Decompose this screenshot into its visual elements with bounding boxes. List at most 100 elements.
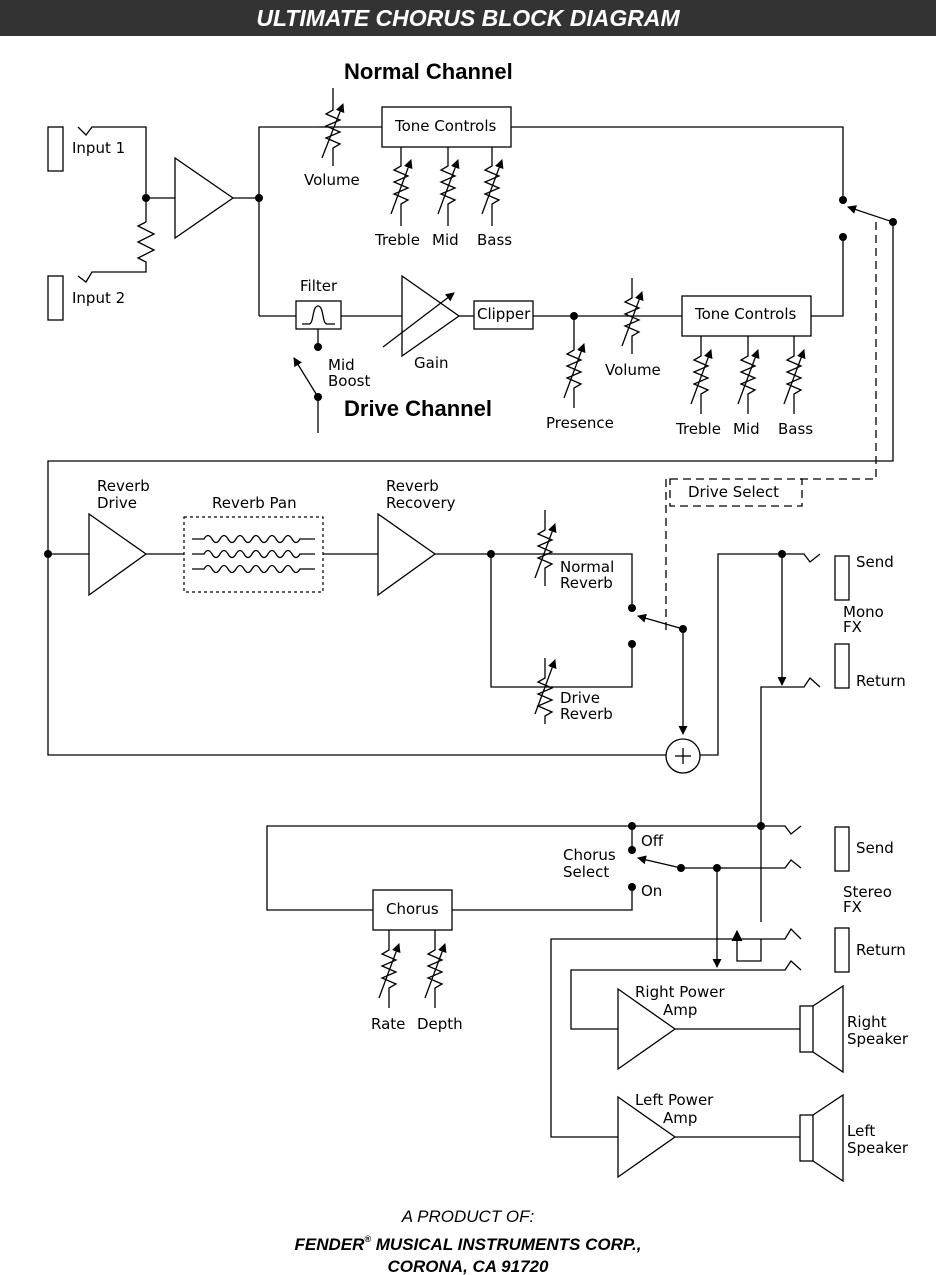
depth-label: Depth (417, 1015, 463, 1033)
mono-fx-label-1: Mono (843, 603, 884, 621)
chorus-loop-wire (266, 825, 761, 911)
mono-return-wire (760, 677, 821, 826)
input2-jack (47, 275, 64, 321)
mono-send-jack (834, 555, 850, 601)
stereo-return-label: Return (856, 941, 906, 959)
input-resistor (77, 221, 156, 283)
drive-select-label: Drive Select (688, 483, 779, 501)
drive-channel-heading: Drive Channel (344, 396, 492, 421)
normal-tone-controls (381, 106, 512, 148)
filter-curve-icon (302, 305, 335, 325)
reverb-recovery-label-1: Reverb (386, 477, 439, 495)
normal-bass-label: Bass (477, 231, 512, 249)
reverb-drive-amp (88, 512, 148, 597)
main-signal-wire (47, 222, 894, 756)
presence-pot (563, 316, 586, 408)
drive-tone-label: Tone Controls (694, 305, 797, 323)
drive-volume-pot (621, 278, 644, 354)
reverb-spring-icon (192, 534, 315, 574)
left-speaker-label-1: Left (847, 1122, 875, 1140)
footer-line1: A PRODUCT OF: (401, 1207, 535, 1226)
right-speaker-label-1: Right (847, 1013, 887, 1031)
normal-output-wire (511, 126, 844, 196)
normal-mid-label: Mid (432, 231, 459, 249)
reverb-drive-label-1: Reverb (97, 477, 150, 495)
chorus-block (372, 889, 453, 931)
presence-label: Presence (546, 414, 614, 432)
drive-bass-pot (783, 336, 806, 414)
diagram-title: ULTIMATE CHORUS BLOCK DIAGRAM (0, 0, 936, 36)
rate-pot (378, 930, 401, 1008)
drive-reverb-label-1: Drive (560, 689, 600, 707)
mid-boost-label-1: Mid (328, 356, 355, 374)
chorus-select-switch (637, 855, 682, 869)
clipper-block (473, 300, 534, 330)
reverb-drive-label-2: Drive (97, 494, 137, 512)
right-speaker-label-2: Speaker (847, 1030, 909, 1048)
left-speaker-label-2: Speaker (847, 1139, 909, 1157)
normal-channel-heading: Normal Channel (344, 59, 513, 84)
normal-volume-label: Volume (304, 171, 360, 189)
right-power-amp (617, 987, 677, 1071)
drive-tone-controls (681, 295, 812, 337)
stereo-return-left-wire (550, 927, 802, 1138)
left-power-amp-label-1: Left Power (635, 1091, 714, 1109)
reverb-pan-label: Reverb Pan (212, 494, 297, 512)
reverb-recovery-label-2: Recovery (386, 494, 456, 512)
normal-reverb-pot (534, 510, 557, 586)
stereo-return-right-wire (570, 960, 802, 1030)
reverb-recovery-amp (377, 512, 437, 597)
chorus-on-label: On (641, 882, 662, 900)
normal-bass-pot (481, 147, 504, 226)
filter-label: Filter (300, 277, 338, 295)
chorus-block-label: Chorus (386, 900, 439, 918)
right-power-amp-label-1: Right Power (635, 983, 725, 1001)
stereo-fx-label-1: Stereo (843, 883, 892, 901)
filter-block (295, 300, 342, 330)
mid-boost-label-2: Boost (328, 372, 370, 390)
drive-mid-label: Mid (733, 420, 760, 438)
drive-select-box (669, 478, 803, 507)
normal-treble-label: Treble (374, 231, 420, 249)
stereo-fx-label-2: FX (843, 898, 862, 916)
drive-bass-label: Bass (778, 420, 813, 438)
gain-amp (401, 274, 461, 358)
mid-boost-switch (293, 357, 319, 398)
stereo-send-jack (834, 826, 850, 872)
stereo-return-jack (834, 927, 850, 973)
mono-fx-label-2: FX (843, 618, 862, 636)
rate-label: Rate (371, 1015, 405, 1033)
right-speaker-icon (799, 984, 844, 1074)
left-power-amp-label-2: Amp (663, 1109, 697, 1127)
reverb-select-switch (637, 613, 684, 630)
footer-line2: FENDER® MUSICAL INSTRUMENTS CORP., (295, 1234, 642, 1254)
drive-mid-pot (737, 336, 760, 414)
input1-wire (77, 126, 147, 222)
channel-split-wire (258, 126, 318, 316)
chorus-select-label-1: Chorus (563, 846, 616, 864)
normal-treble-pot (390, 147, 413, 226)
normal-reverb-label-2: Reverb (560, 574, 613, 592)
input1-jack (47, 126, 64, 172)
mono-return-jack (834, 643, 850, 689)
left-speaker-icon (799, 1093, 844, 1183)
depth-pot (424, 930, 447, 1008)
chorus-select-label-2: Select (563, 863, 609, 881)
footer-line3: CORONA, CA 91720 (388, 1257, 549, 1275)
mono-send-label: Send (856, 553, 894, 571)
normal-mid-pot (437, 147, 460, 226)
drive-reverb-pot (534, 658, 557, 724)
input-preamp (174, 156, 235, 240)
drive-volume-label: Volume (605, 361, 661, 379)
mono-return-label: Return (856, 672, 906, 690)
normal-reverb-label-1: Normal (560, 558, 614, 576)
gain-label: Gain (414, 354, 449, 372)
drive-treble-label: Treble (675, 420, 721, 438)
chorus-off-label: Off (641, 832, 664, 850)
right-power-amp-label-2: Amp (663, 1001, 697, 1019)
stereo-send-label: Send (856, 839, 894, 857)
input1-label: Input 1 (72, 139, 125, 157)
drive-treble-pot (690, 336, 713, 414)
clipper-label: Clipper (477, 305, 531, 323)
